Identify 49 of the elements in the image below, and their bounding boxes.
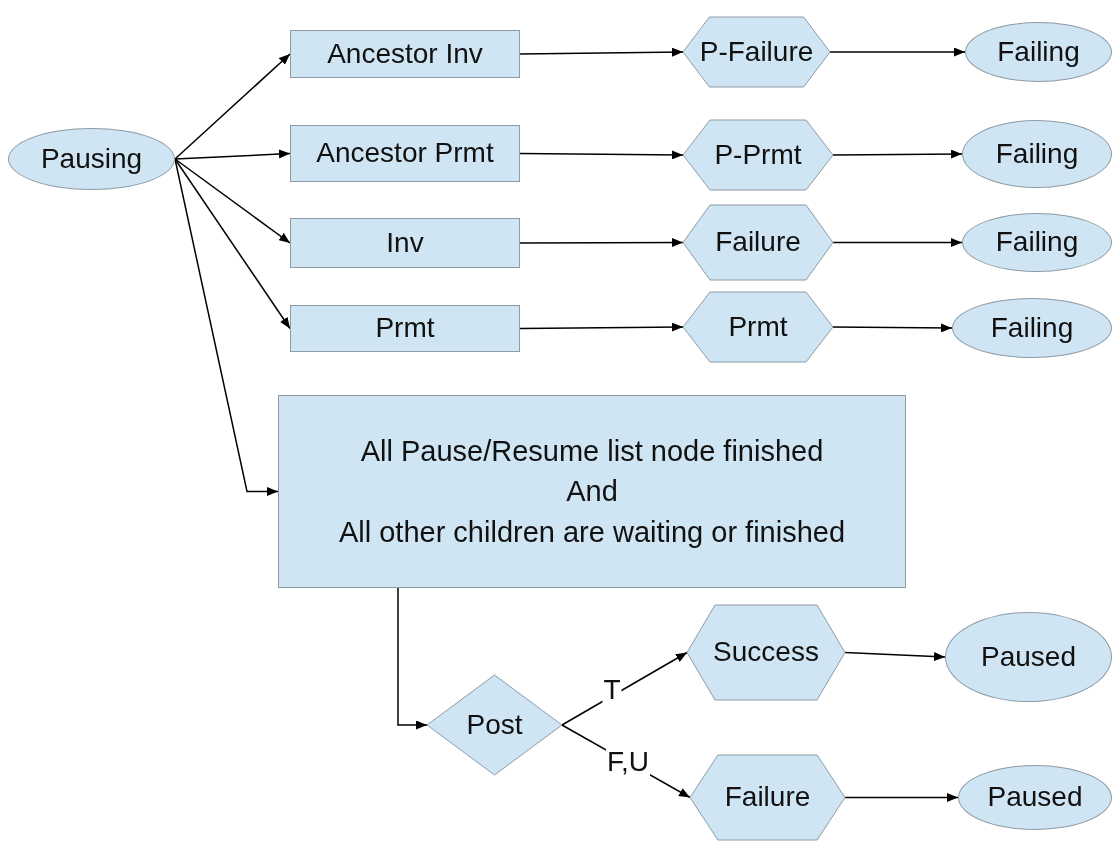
node-label: And [566, 474, 618, 510]
node-label: Paused [987, 780, 1083, 815]
node-label: Failing [995, 136, 1079, 171]
node-label: Success [713, 635, 819, 670]
hexagon-node [683, 205, 833, 280]
node-label: All other children are waiting or finished [338, 514, 846, 550]
hexagon-node [683, 120, 833, 190]
hexagon-node [683, 292, 833, 362]
hexagon-node [690, 755, 845, 840]
arrow [174, 53, 291, 160]
arrow [519, 322, 684, 332]
arrow [519, 150, 684, 160]
node-label: Paused [981, 639, 1076, 674]
hexagon-node [683, 17, 830, 87]
process-box [290, 305, 520, 352]
node-label: Failure [715, 225, 801, 260]
node-label: Pausing [40, 141, 143, 176]
decision-diamond [427, 675, 562, 775]
arrow [832, 238, 963, 247]
node-label: Failing [995, 225, 1079, 260]
edge-label: F,U [606, 748, 650, 776]
arrow [397, 587, 428, 730]
arrow [829, 47, 966, 57]
arrow [174, 149, 291, 160]
process-box [278, 395, 906, 588]
node-label: All Pause/Resume list node finished [360, 434, 824, 470]
node-label: P-Prmt [714, 137, 802, 172]
node-label: Failing [997, 34, 1080, 69]
process-box [290, 125, 520, 182]
arrow [519, 238, 684, 248]
arrow [832, 323, 953, 333]
arrow [832, 149, 963, 159]
node-label: Post [466, 707, 523, 742]
arrow [844, 793, 959, 802]
arrow [844, 651, 946, 662]
node-label: P-Failure [699, 34, 814, 69]
node-label: Prmt [728, 309, 788, 344]
node-label: Failing [990, 310, 1074, 345]
arrow [174, 158, 291, 330]
node-label: Prmt [375, 311, 435, 346]
node-label: Failure [724, 780, 811, 815]
node-label: Inv [386, 225, 424, 260]
process-box [290, 30, 520, 78]
process-box [290, 218, 520, 268]
arrow [519, 47, 684, 57]
hexagon-node [687, 605, 845, 700]
node-label: Ancestor Inv [327, 36, 483, 71]
arrow [174, 158, 291, 244]
node-label: Ancestor Prmt [316, 136, 494, 171]
